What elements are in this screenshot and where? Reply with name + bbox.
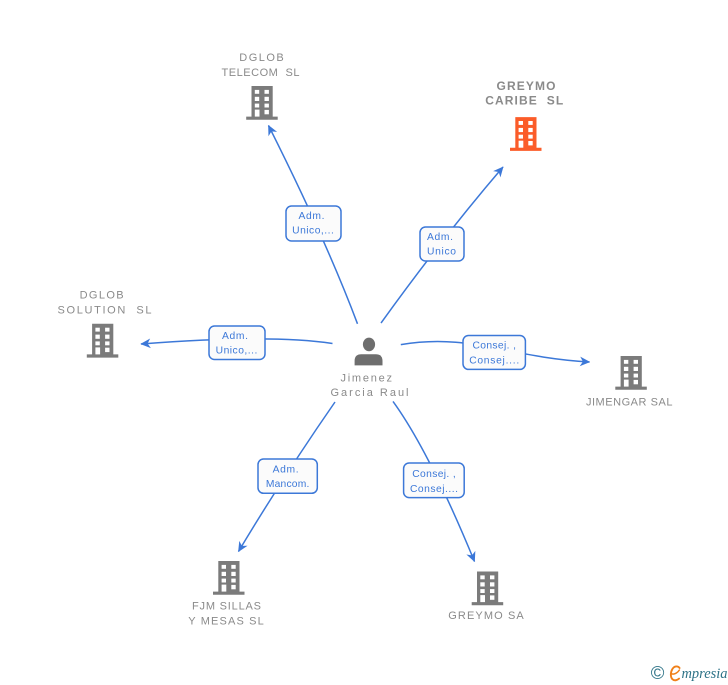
svg-text:TELECOM SL: TELECOM SL bbox=[222, 67, 300, 79]
svg-text:Consej....: Consej.... bbox=[410, 484, 458, 495]
svg-text:Unico,...: Unico,... bbox=[216, 345, 258, 356]
svg-text:Garcia Raul: Garcia Raul bbox=[331, 387, 409, 399]
svg-text:Mancom.: Mancom. bbox=[266, 479, 310, 490]
svg-text:mpresia: mpresia bbox=[682, 666, 728, 682]
svg-text:Consej....: Consej.... bbox=[469, 356, 519, 367]
svg-text:DGLOB: DGLOB bbox=[239, 52, 284, 64]
svg-text:Adm.: Adm. bbox=[427, 232, 453, 243]
svg-text:Jimenez: Jimenez bbox=[340, 373, 392, 385]
svg-text:Adm.: Adm. bbox=[222, 331, 248, 342]
svg-text:DGLOB: DGLOB bbox=[80, 289, 124, 301]
svg-text:Unico,...: Unico,... bbox=[292, 225, 334, 236]
svg-text:GREYMO: GREYMO bbox=[497, 79, 556, 93]
svg-text:©: © bbox=[651, 662, 665, 683]
svg-text:CARIBE SL: CARIBE SL bbox=[485, 94, 563, 108]
svg-text:SOLUTION SL: SOLUTION SL bbox=[58, 304, 152, 316]
svg-text:GREYMO SA: GREYMO SA bbox=[448, 610, 524, 622]
svg-text:FJM SILLAS: FJM SILLAS bbox=[192, 601, 261, 613]
svg-text:Y MESAS SL: Y MESAS SL bbox=[188, 615, 264, 627]
svg-text:Unico: Unico bbox=[427, 247, 456, 258]
svg-text:Adm.: Adm. bbox=[273, 465, 299, 476]
svg-text:Consej. ,: Consej. , bbox=[472, 341, 516, 352]
svg-text:Adm.: Adm. bbox=[299, 211, 325, 222]
svg-text:Consej. ,: Consej. , bbox=[412, 469, 456, 480]
svg-text:JIMENGAR SAL: JIMENGAR SAL bbox=[586, 396, 673, 408]
